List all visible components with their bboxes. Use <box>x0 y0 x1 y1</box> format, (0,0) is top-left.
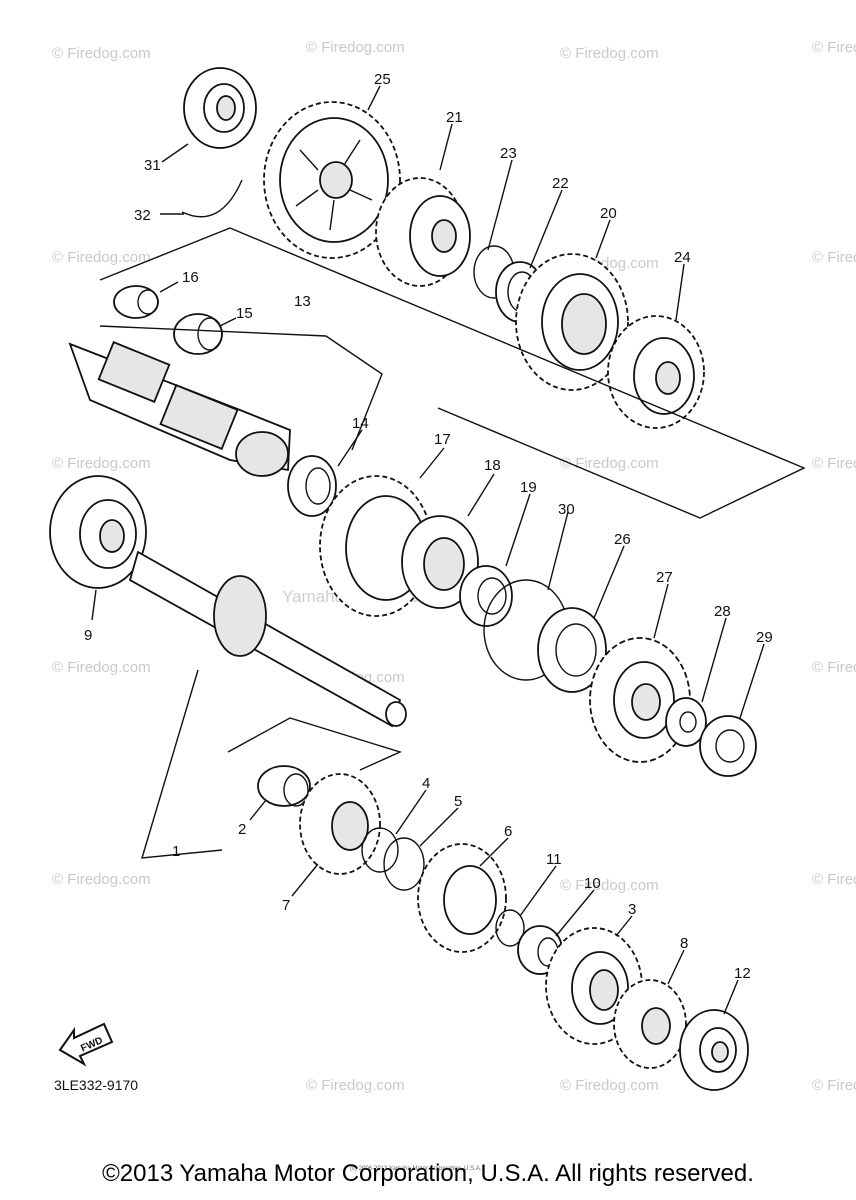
part-label-1: 1 <box>172 843 180 860</box>
main-axle-13 <box>68 341 291 477</box>
bushing-2 <box>257 765 311 807</box>
watermark: © Firedog.com <box>812 455 856 472</box>
part-label-10: 10 <box>584 875 601 892</box>
part-label-15: 15 <box>236 305 253 322</box>
watermark: © Firedog.com <box>52 249 151 266</box>
bearing-18 <box>401 515 479 609</box>
part-label-20: 20 <box>600 205 617 222</box>
watermark: © Firedog.com <box>560 455 659 472</box>
part-label-16: 16 <box>182 269 199 286</box>
part-label-23: 23 <box>500 145 517 162</box>
lock-washer-28 <box>665 697 707 747</box>
fine-print: (c) 2006-2013 Yamaha Motor Corporation, … <box>350 1166 482 1172</box>
part-label-28: 28 <box>714 603 731 620</box>
watermark: © Firedog.com <box>52 455 151 472</box>
gear-8 <box>613 979 687 1069</box>
nut-29 <box>699 715 757 777</box>
part-label-30: 30 <box>558 501 575 518</box>
part-label-25: 25 <box>374 71 391 88</box>
part-label-9: 9 <box>84 627 92 644</box>
part-labels: 25 21 23 22 20 24 31 32 16 15 13 14 17 1… <box>84 71 773 982</box>
bearing-12 <box>679 1009 749 1091</box>
part-label-3: 3 <box>628 901 636 918</box>
watermark: © Firedog.com <box>812 1077 856 1094</box>
part-label-32: 32 <box>134 207 151 224</box>
watermark-layer: © Firedog.com © Firedog.com © Firedog.co… <box>52 39 856 1094</box>
part-label-13: 13 <box>294 293 311 310</box>
sprocket-27 <box>589 637 691 763</box>
part-label-18: 18 <box>484 457 501 474</box>
watermark: © Firedog.com <box>52 871 151 888</box>
bushing-15 <box>173 313 223 355</box>
part-label-14: 14 <box>352 415 369 432</box>
part-label-19: 19 <box>520 479 537 496</box>
circlip-32 <box>181 179 243 218</box>
watermark: © Firedog.com <box>812 871 856 888</box>
part-label-12: 12 <box>734 965 751 982</box>
bushing-16 <box>113 285 159 319</box>
watermark: © Firedog.com <box>52 45 151 62</box>
part-label-22: 22 <box>552 175 569 192</box>
watermark: © Firedog.com <box>306 39 405 56</box>
gear-7 <box>299 773 381 875</box>
circlip-5 <box>383 837 425 891</box>
gear-24 <box>607 315 705 429</box>
fwd-arrow-icon: FWD <box>58 1022 114 1067</box>
bearing-9 <box>49 475 147 589</box>
leader-lines <box>91 85 765 1015</box>
bracket-13 <box>99 325 383 451</box>
washer-4 <box>361 827 399 873</box>
part-label-24: 24 <box>674 249 691 266</box>
part-label-31: 31 <box>144 157 161 174</box>
part-label-27: 27 <box>656 569 673 586</box>
part-label-26: 26 <box>614 531 631 548</box>
part-label-6: 6 <box>504 823 512 840</box>
gear-20 <box>515 253 629 391</box>
gear-21 <box>375 177 471 287</box>
watermark: © Firedog.com <box>812 659 856 676</box>
bushing-14 <box>287 455 337 517</box>
watermark: © Firedog.com <box>812 39 856 56</box>
watermark: © Firedog.com <box>560 45 659 62</box>
watermark: © Firedog.com <box>560 1077 659 1094</box>
watermark: © Firedog.com <box>306 1077 405 1094</box>
copyright-notice: ©2013 Yamaha Motor Corporation, U.S.A. A… <box>102 1160 754 1187</box>
part-label-11: 11 <box>546 851 562 868</box>
watermark: © Firedog.com <box>560 877 659 894</box>
part-label-7: 7 <box>282 897 290 914</box>
part-label-8: 8 <box>680 935 688 952</box>
bracket-lower <box>141 669 402 859</box>
watermark: © Firedog.com <box>52 659 151 676</box>
part-label-29: 29 <box>756 629 773 646</box>
gear-6 <box>417 843 507 953</box>
part-label-2: 2 <box>238 821 246 838</box>
drive-axle <box>128 550 407 728</box>
part-label-21: 21 <box>446 109 463 126</box>
washer-11 <box>495 909 525 947</box>
gear-25 <box>263 101 401 259</box>
part-label-4: 4 <box>422 775 430 792</box>
collar-19 <box>459 565 513 627</box>
diagram-code: 3LE332-9170 <box>54 1077 138 1093</box>
part-label-17: 17 <box>434 431 451 448</box>
part-label-5: 5 <box>454 793 462 810</box>
oil-seal-26 <box>537 607 607 693</box>
watermark: © Firedog.com <box>812 249 856 266</box>
bracket-upper <box>99 227 806 519</box>
bearing-31 <box>183 67 257 149</box>
